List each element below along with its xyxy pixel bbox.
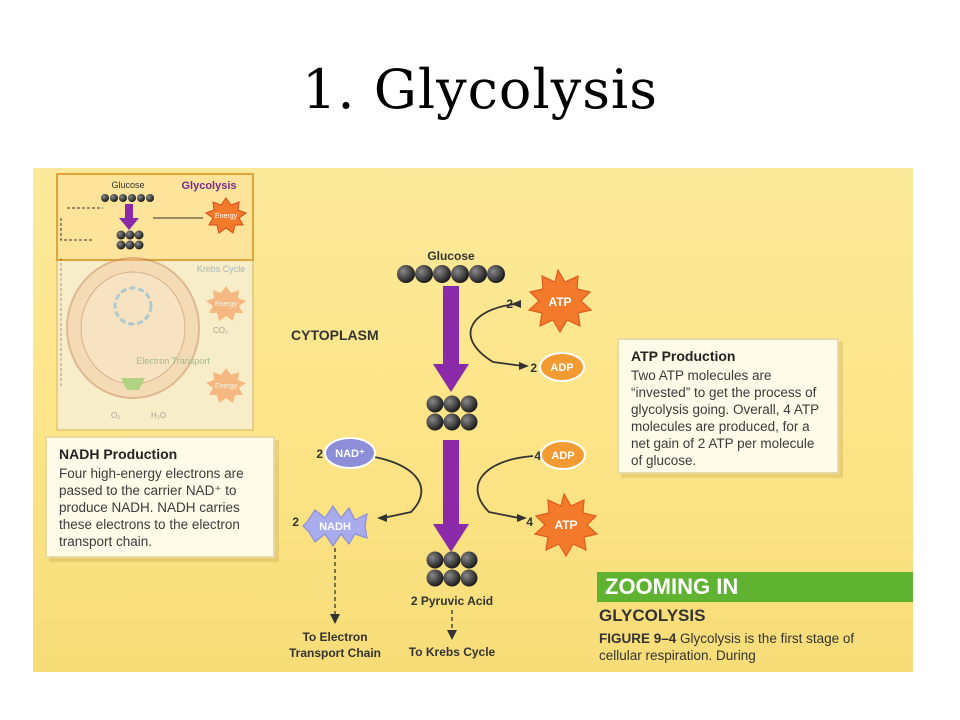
adp-out-oval	[539, 352, 585, 382]
svg-text:Energy: Energy	[215, 301, 238, 308]
inset-energy-star-3	[206, 368, 246, 403]
inset-glycolysis-label: Glycolysis	[181, 180, 236, 192]
inset-energy-star-2	[206, 286, 246, 321]
atp-box-heading: ATP Production	[631, 348, 736, 364]
atp-box-body: Two ATP molecules are “invested” to get …	[631, 368, 819, 468]
adp-out-label: ADP	[550, 362, 573, 374]
inset-pyruvate	[116, 230, 144, 250]
nad-label: NAD⁺	[335, 448, 365, 460]
svg-text:Energy: Energy	[215, 213, 238, 220]
atp-payoff-curve	[476, 455, 534, 519]
atp-out-label: ATP	[554, 518, 577, 532]
nadh-badge	[302, 504, 368, 548]
svg-text:CO₂: CO₂	[213, 326, 228, 335]
atp-out-star	[533, 492, 599, 558]
inset-arrow	[119, 204, 139, 230]
atp-in-star	[527, 268, 593, 334]
slide-title: 1. Glycolysis	[302, 58, 658, 121]
inset-et-label: Electron Transport	[136, 356, 210, 366]
nadh-count: 2	[292, 515, 299, 529]
glucose-label: Glucose	[427, 249, 475, 263]
atp-in-count: 2	[506, 297, 513, 311]
nad-count: 2	[316, 447, 323, 461]
inset-krebs-label: Krebs Cycle	[197, 264, 246, 274]
nadh-production-box: NADH Production Four high-energy electro…	[45, 436, 275, 558]
inset-energy-star-1	[204, 197, 248, 234]
svg-text:H₂O: H₂O	[151, 411, 166, 420]
nad-oval	[324, 437, 376, 469]
svg-text:Energy: Energy	[215, 383, 238, 390]
intermediate-molecule	[426, 395, 478, 431]
atp-in-label: ATP	[548, 295, 571, 309]
to-etc-label-2: Transport Chain	[289, 646, 381, 660]
inset-glucose-chain	[101, 194, 154, 202]
atp-out-count: 4	[526, 515, 533, 529]
overview-inset: Glucose Glycolysis Energy Krebs Cycle	[56, 173, 254, 431]
glycolysis-arrow-2	[433, 440, 469, 552]
figure-caption: FIGURE 9–4 Glycolysis is the first stage…	[599, 630, 899, 664]
nadh-label: NADH	[319, 521, 351, 533]
adp-in-label: ADP	[551, 450, 574, 462]
nadh-box-body: Four high-energy electrons are passed to…	[59, 466, 244, 549]
glycolysis-figure: Glucose Glycolysis Energy Krebs Cycle	[33, 168, 913, 672]
pyruvic-acid-label: 2 Pyruvic Acid	[411, 594, 493, 608]
glycolysis-diagram: Glucose Glycolysis Energy Krebs Cycle	[56, 173, 599, 660]
inset-faded-stages: Krebs Cycle Electron Transport Energy CO…	[60, 257, 246, 420]
zooming-in-banner: ZOOMING IN	[597, 572, 913, 602]
to-krebs-label: To Krebs Cycle	[409, 645, 496, 659]
pyruvic-acid-molecules	[426, 551, 478, 587]
inset-glucose-label: Glucose	[111, 180, 144, 190]
adp-in-count: 4	[534, 449, 541, 463]
cytoplasm-label: CYTOPLASM	[291, 327, 379, 343]
inset-mitochondrion	[66, 257, 200, 399]
glycolysis-arrow-1	[433, 286, 469, 392]
nadh-box-heading: NADH Production	[59, 446, 178, 462]
atp-investment-curve	[469, 303, 524, 367]
zoom-subtitle: GLYCOLYSIS	[599, 606, 706, 625]
to-etc-label-1: To Electron	[302, 630, 367, 644]
glucose-molecule	[397, 265, 505, 283]
adp-out-count: 2	[530, 361, 537, 375]
inset-krebs-cycle	[113, 286, 153, 326]
figure-caption-text: Glycolysis is the first stage of cellula…	[599, 631, 855, 663]
adp-in-oval	[540, 440, 586, 470]
figure-label: FIGURE 9–4	[599, 631, 677, 646]
svg-text:O₂: O₂	[111, 411, 120, 420]
atp-production-box: ATP Production Two ATP molecules are “in…	[617, 338, 839, 474]
